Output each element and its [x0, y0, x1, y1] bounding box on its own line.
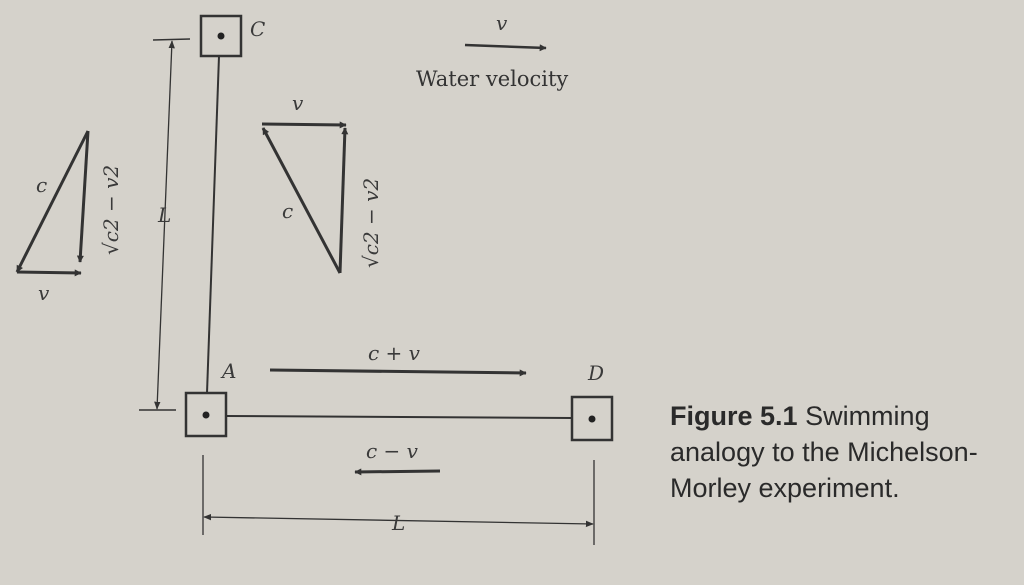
mid-label-c: c	[282, 199, 293, 223]
left-c-arrow	[15, 130, 90, 273]
left-label-v: v	[38, 281, 50, 305]
L-horizontal-dimension	[203, 513, 594, 528]
mid-perp-arrow	[338, 127, 349, 274]
left-label-perp: √c2 − v2	[99, 165, 123, 255]
left-perp-arrow	[76, 130, 90, 263]
point-D-box	[570, 395, 614, 442]
L-vertical-dimension	[154, 40, 175, 410]
label-C: C	[250, 17, 265, 41]
mid-c-arrow	[261, 127, 342, 274]
label-c-plus-v: c + v	[368, 341, 421, 365]
point-C-box	[199, 14, 243, 58]
point-A-box	[184, 391, 228, 438]
point-A-dot	[202, 411, 210, 419]
mid-label-v: v	[292, 91, 304, 115]
left-v-arrow	[16, 269, 82, 277]
label-water-velocity: Water velocity	[416, 67, 568, 91]
arm-AD	[225, 415, 573, 419]
label-L-horizontal: L	[391, 511, 405, 535]
caption-text: Swimming analogy to the Michelson-Morley…	[670, 401, 978, 503]
figure-caption: Figure 5.1 Swimming analogy to the Miche…	[670, 398, 1010, 506]
label-water-v: v	[496, 11, 508, 35]
label-L-vertical: L	[157, 203, 171, 227]
point-D-dot	[588, 415, 596, 423]
label-D: D	[587, 361, 604, 385]
mid-v-arrow	[261, 121, 347, 129]
label-A: A	[220, 359, 236, 383]
water-velocity-arrow	[464, 43, 547, 52]
arm-AC	[206, 55, 220, 394]
mid-label-perp: √c2 − v2	[359, 178, 383, 268]
c-minus-v-arrow	[354, 468, 441, 476]
c-plus-v-arrow	[269, 368, 527, 377]
left-label-c: c	[36, 173, 47, 197]
figure-number: Figure 5.1	[670, 401, 798, 431]
label-c-minus-v: c − v	[366, 439, 419, 463]
point-C-dot	[217, 32, 225, 40]
